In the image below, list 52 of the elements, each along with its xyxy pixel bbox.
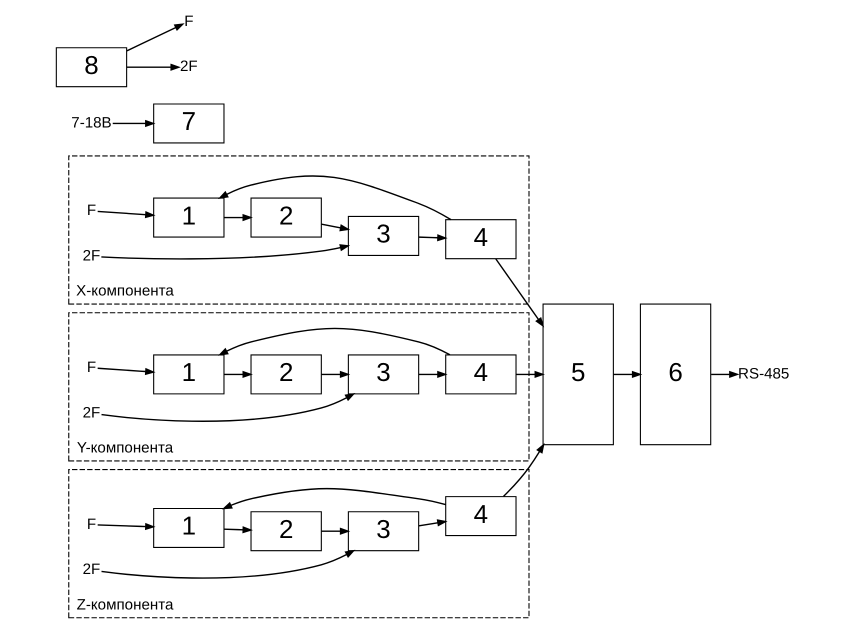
- arrow: [217, 175, 451, 220]
- arrow: [224, 526, 252, 534]
- node-box: 1: [152, 354, 224, 394]
- node-box: 8: [55, 47, 127, 88]
- arrow: [97, 368, 156, 376]
- node-box: 3: [347, 511, 419, 552]
- arrow: [217, 328, 450, 356]
- arrow: [97, 522, 156, 530]
- node-box: 1: [152, 198, 224, 238]
- node-box: 7: [152, 103, 224, 144]
- node-text: F: [86, 516, 96, 533]
- arrow: [97, 210, 156, 218]
- node-text: 2F: [180, 58, 198, 76]
- node-box: 4: [444, 219, 516, 260]
- node-box: 2: [250, 511, 322, 552]
- node-box: 4: [444, 496, 516, 536]
- node-text: RS-485: [738, 365, 789, 382]
- node-text: 2F: [82, 561, 100, 578]
- node-text: 2F: [82, 404, 100, 422]
- node-box: 3: [347, 216, 419, 256]
- node-text: F: [86, 202, 96, 220]
- node-box: 5: [542, 304, 614, 446]
- arrow: [224, 214, 252, 222]
- arrow: [126, 64, 180, 71]
- node-box: 4: [444, 354, 516, 394]
- arrow: [320, 224, 350, 232]
- arrow: [112, 120, 155, 128]
- arrow: [613, 370, 642, 378]
- arrow: [418, 234, 448, 242]
- node-box: 3: [347, 354, 419, 394]
- node-text: F: [184, 12, 193, 30]
- arrow: [494, 258, 544, 328]
- node-text: 7-18В: [70, 114, 112, 132]
- arrow: [126, 23, 184, 52]
- arrow: [418, 370, 448, 378]
- arrow: [224, 370, 252, 378]
- arrow: [502, 442, 544, 497]
- arrow: [100, 244, 350, 260]
- arrow: [321, 370, 350, 378]
- arrow: [100, 392, 355, 422]
- node-box: 2: [250, 354, 322, 394]
- arrow: [100, 550, 355, 579]
- arrow: [516, 370, 544, 378]
- node-box: 1: [152, 508, 224, 548]
- node-box: 6: [639, 304, 711, 446]
- arrow: [418, 519, 448, 526]
- node-text: F: [86, 358, 96, 376]
- arrow: [710, 370, 740, 378]
- node-box: 2: [250, 198, 322, 238]
- arrow: [321, 528, 350, 535]
- arrow: [221, 488, 446, 510]
- node-text: 2F: [82, 247, 100, 264]
